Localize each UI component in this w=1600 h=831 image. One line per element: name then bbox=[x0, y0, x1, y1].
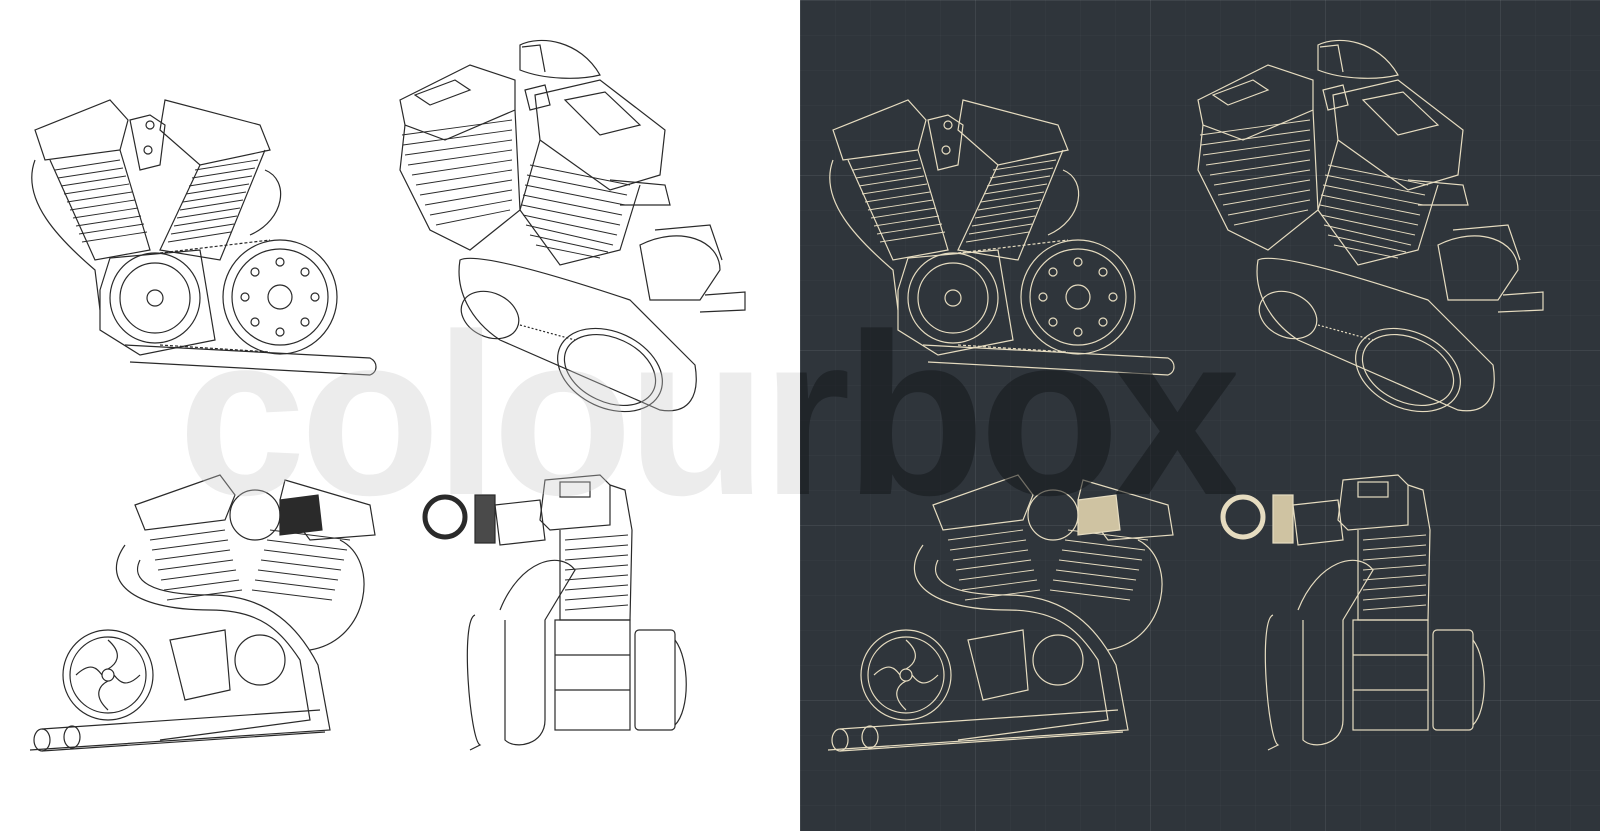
engine-side-view bbox=[31, 99, 377, 376]
engine-front-view bbox=[1220, 474, 1485, 751]
engine-turbo-view bbox=[29, 474, 376, 752]
engine-drawings-dark bbox=[827, 39, 1544, 752]
engine-front-view bbox=[422, 474, 687, 751]
light-drawing-panel bbox=[29, 39, 746, 752]
dark-blueprint-panel bbox=[800, 0, 1600, 831]
engine-turbo-view bbox=[827, 474, 1174, 752]
engine-side-view bbox=[829, 99, 1175, 376]
engine-drawings-light bbox=[29, 39, 746, 752]
engine-isometric-view bbox=[399, 39, 746, 413]
engine-isometric-view bbox=[1197, 39, 1544, 413]
